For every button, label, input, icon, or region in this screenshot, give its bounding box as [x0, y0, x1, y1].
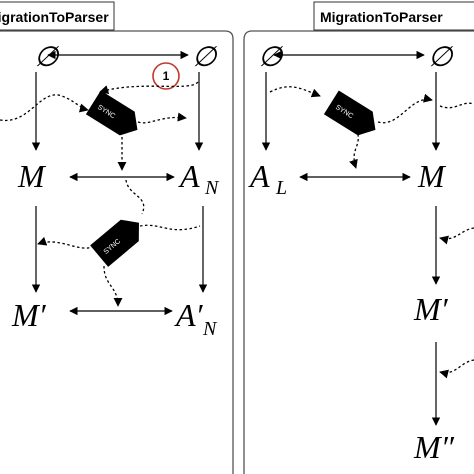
left-sync-box-2: SYNC [90, 219, 139, 267]
left-dotted-into-sync-1 [0, 94, 89, 121]
left-node-mprime: M′ [11, 297, 47, 333]
left-dotted-sync-2-to-left [37, 236, 95, 249]
left-dotted-sync-2-to-right [139, 224, 201, 231]
left-panel: MigrationToParser ∅ ∅ 1 SYNC M A N [0, 1, 234, 474]
right-node-mdoubleprime: M″ [413, 429, 455, 465]
left-empty-set-right: ∅ [192, 42, 218, 73]
left-step-badge-number: 1 [163, 69, 170, 83]
left-panel-title: MigrationToParser [0, 9, 109, 25]
right-dotted-into-mprime-mdoubleprime [439, 359, 474, 379]
left-empty-set-left: ∅ [34, 42, 60, 73]
right-node-mprime: M′ [413, 291, 449, 327]
left-panel-border [0, 30, 234, 474]
right-dotted-sync-down [349, 133, 359, 169]
right-node-al-base: A [248, 158, 270, 194]
right-panel-title: MigrationToParser [320, 9, 443, 25]
left-node-an-sub: N [204, 177, 220, 199]
right-dotted-into-m-mprime [439, 227, 474, 245]
left-dotted-into-sync-2 [125, 179, 145, 215]
right-node-al: A L [248, 158, 287, 199]
left-node-an-base: A [178, 158, 200, 194]
left-dotted-sync-1-to-right [137, 112, 187, 124]
right-empty-set-left: ∅ [258, 42, 284, 73]
right-panel: MigrationToParser ∅ ∅ SYNC A L M M′ [243, 1, 474, 474]
right-node-al-sub: L [275, 177, 287, 199]
left-dotted-sync-2-down [103, 265, 123, 307]
left-node-anprime-sub: N [202, 318, 218, 340]
left-node-anprime: A′ N [174, 297, 218, 340]
left-node-m: M [17, 158, 47, 194]
right-panel-border [243, 30, 474, 474]
left-panel-title-box [0, 1, 115, 31]
left-sync-box-1: SYNC [85, 90, 138, 136]
right-panel-title-box [313, 1, 474, 31]
left-dotted-empty-to-sync [99, 81, 199, 95]
right-node-m: M [417, 158, 447, 194]
right-dotted-sync-to-right [377, 93, 433, 124]
right-dotted-into-sync [269, 86, 321, 98]
right-empty-set-right: ∅ [428, 42, 454, 73]
left-node-anprime-base: A′ [174, 297, 204, 333]
right-sync-box: SYNC [323, 90, 376, 136]
left-node-an: A N [178, 158, 220, 199]
right-dotted-to-edge-top [439, 102, 474, 109]
left-step-badge [152, 62, 180, 90]
